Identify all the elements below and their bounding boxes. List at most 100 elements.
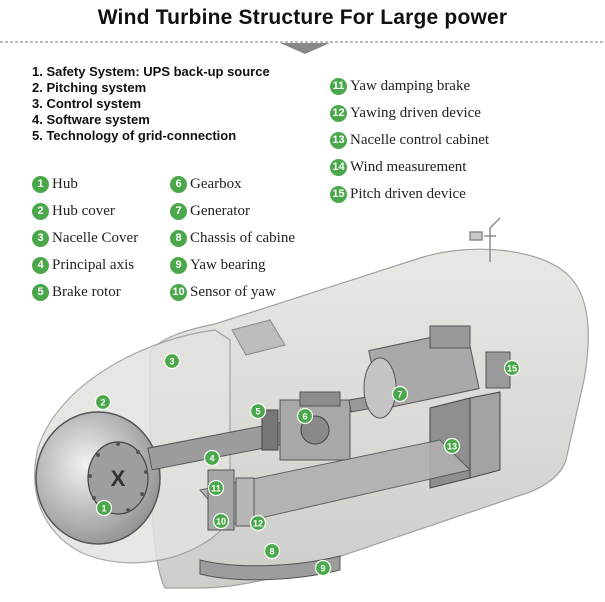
legend-label: Sensor of yaw	[190, 284, 276, 300]
system-summary-list: 1. Safety System: UPS back-up source 2. …	[32, 64, 270, 144]
legend-number-badge: 13	[330, 132, 347, 149]
legend-label: Brake rotor	[52, 284, 121, 300]
legend-label: Yaw bearing	[190, 257, 266, 273]
callout-number: 15	[507, 364, 517, 374]
legend-label: Pitch driven device	[350, 186, 466, 202]
callout-marker	[263, 542, 281, 560]
legend-number-badge: 5	[32, 284, 49, 301]
callout-marker	[249, 402, 267, 420]
legend-label: Wind measurement	[350, 159, 467, 175]
callout-11: 11	[207, 479, 225, 497]
summary-item: 3. Control system	[32, 96, 142, 111]
callout-6: 6	[296, 407, 314, 425]
legend-label: Yaw damping brake	[350, 78, 471, 94]
callout-number: 8	[269, 547, 274, 557]
summary-item: 2. Pitching system	[32, 80, 147, 95]
callout-8: 8	[263, 542, 281, 560]
callout-marker	[249, 514, 267, 532]
callout-13: 13	[443, 437, 461, 455]
callout-10: 10	[212, 512, 230, 530]
callout-marker	[443, 437, 461, 455]
summary-item: 4. Software system	[32, 112, 150, 127]
legend-number-badge: 7	[170, 203, 187, 220]
brake-rotor	[261, 409, 279, 451]
callout-3: 3	[163, 352, 181, 370]
legend-number-badge: 8	[170, 230, 187, 247]
wind-measurement-mast	[469, 217, 501, 262]
legend-number-badge: 15	[330, 186, 347, 203]
callout-5: 5	[249, 402, 267, 420]
callout-number: 3	[169, 357, 174, 367]
legend-number-badge: 11	[330, 78, 347, 95]
divider-arrow	[280, 43, 330, 54]
callout-number: 4	[209, 454, 214, 464]
callout-number: 13	[447, 442, 457, 452]
callout-marker	[94, 393, 112, 411]
callout-marker	[391, 385, 409, 403]
legend-number-badge: 6	[170, 176, 187, 193]
callout-number: 12	[253, 519, 263, 529]
callout-number: 11	[211, 484, 221, 494]
callout-marker	[314, 559, 332, 577]
callout-marker	[212, 512, 230, 530]
callout-number: 2	[100, 398, 105, 408]
callout-marker	[207, 479, 225, 497]
callout-number: 6	[302, 412, 307, 422]
callout-marker	[95, 499, 113, 517]
callout-number: 9	[320, 564, 325, 574]
callout-1: 1	[95, 499, 113, 517]
legend-number-badge: 14	[330, 159, 347, 176]
callout-4: 4	[203, 449, 221, 467]
hub-emblem: X	[111, 466, 126, 491]
legend-number-badge: 9	[170, 257, 187, 274]
callout-number: 1	[101, 504, 106, 514]
legend-label: Hub cover	[52, 203, 115, 219]
callout-number: 10	[216, 517, 226, 527]
callout-marker	[296, 407, 314, 425]
summary-item: 1. Safety System: UPS back-up source	[32, 64, 270, 79]
legend-label: Nacelle Cover	[52, 230, 139, 246]
summary-item: 5. Technology of grid-connection	[32, 128, 237, 143]
legend-label: Chassis of cabine	[190, 230, 295, 246]
legend-label: Generator	[190, 203, 250, 219]
title-divider	[0, 41, 605, 54]
callout-number: 7	[397, 390, 402, 400]
legend-label: Yawing driven device	[350, 105, 481, 121]
callout-marker	[503, 359, 521, 377]
legend-number-badge: 1	[32, 176, 49, 193]
legend-label: Gearbox	[190, 176, 242, 192]
legend-number-badge: 3	[32, 230, 49, 247]
roof-hatch	[231, 319, 286, 356]
callout-marker	[163, 352, 181, 370]
legend-number-badge: 12	[330, 105, 347, 122]
legend-label: Principal axis	[52, 257, 135, 273]
callout-marker	[203, 449, 221, 467]
gearbox	[279, 391, 351, 461]
legend-label: Nacelle control cabinet	[350, 132, 490, 148]
yaw-drive-cylinder-2	[235, 477, 255, 527]
callout-7: 7	[391, 385, 409, 403]
callout-2: 2	[94, 393, 112, 411]
legend-number-badge: 2	[32, 203, 49, 220]
yaw-drive-cylinder	[207, 469, 235, 531]
yaw-bearing	[199, 555, 341, 581]
callout-number: 5	[255, 407, 260, 417]
